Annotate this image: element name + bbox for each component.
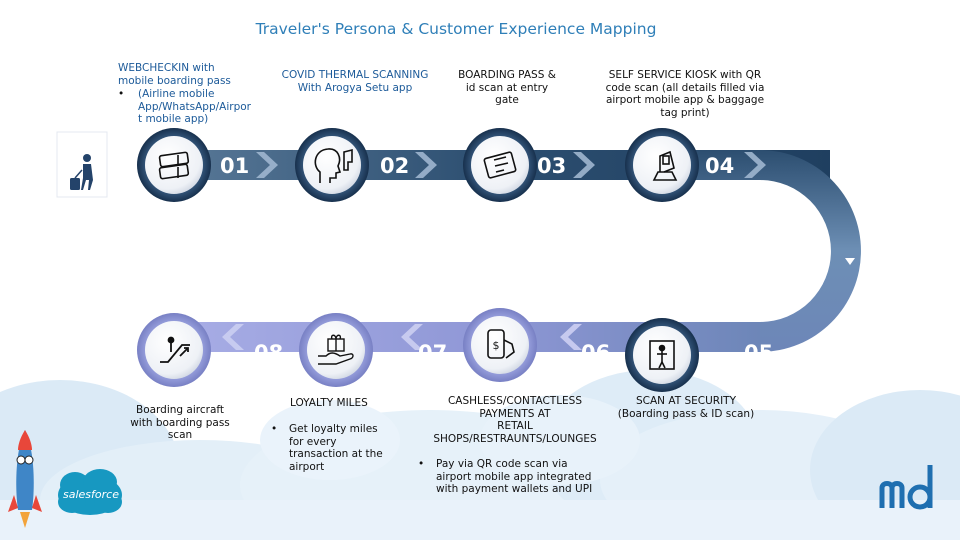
mobile-payment-icon: $ <box>487 329 515 359</box>
step-07-number: 07 <box>418 341 448 365</box>
step-02-disc <box>295 128 369 202</box>
step-03-number: 03 <box>537 154 567 178</box>
salesforce-logo-text: salesforce <box>63 488 119 501</box>
direction-arrow-icon <box>845 258 855 265</box>
md-logo <box>879 465 933 510</box>
step-05-title: SCAN AT SECURITY(Boarding pass & ID scan… <box>617 395 755 420</box>
step-05-number: 05 <box>744 341 774 365</box>
page-title: Traveler's Persona & Customer Experience… <box>255 20 657 38</box>
right-curve-band <box>660 150 861 352</box>
loyalty-gift-icon <box>318 334 354 365</box>
id-scan-icon <box>483 151 517 179</box>
step-08-disc <box>137 313 211 387</box>
thermal-scan-icon <box>314 148 353 183</box>
rocket-mascot-icon <box>8 430 42 528</box>
step-07-title: LOYALTY MILES <box>290 397 368 409</box>
bottom-chevrons <box>222 324 582 350</box>
traveler-icon <box>56 131 108 198</box>
svg-text:$: $ <box>493 339 500 352</box>
step-06-disc <box>463 308 537 382</box>
boarding-pass-icon <box>158 151 190 180</box>
security-gate-icon <box>649 340 675 370</box>
step-02-number: 02 <box>380 154 410 178</box>
salesforce-logo <box>58 469 122 515</box>
step-01-number: 01 <box>220 154 250 178</box>
cloud-background <box>0 370 960 540</box>
kiosk-icon <box>652 150 678 181</box>
step-06-number: 06 <box>581 341 611 365</box>
step-08-number: 08 <box>254 341 284 365</box>
step-04-number: 04 <box>705 154 735 178</box>
top-chevrons <box>256 152 766 178</box>
escalator-icon <box>160 336 190 363</box>
step-04-disc <box>625 128 699 202</box>
